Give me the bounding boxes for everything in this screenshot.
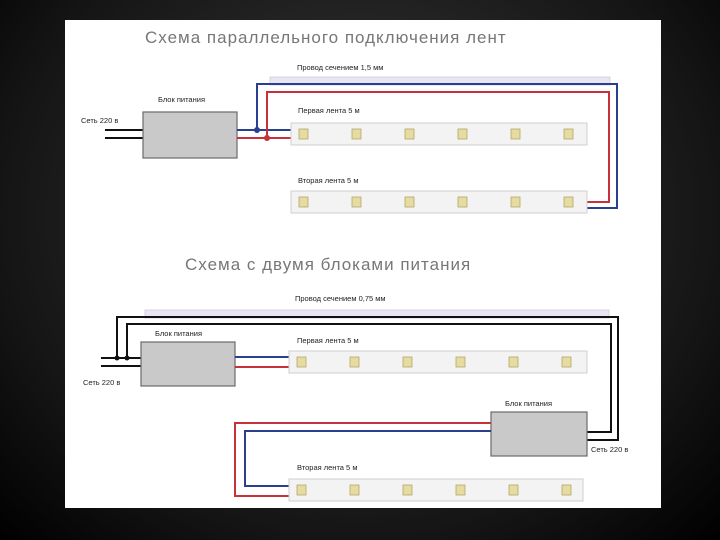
- diagram2-strip1-label: Первая лента 5 м: [297, 336, 359, 345]
- diagram1-wire-label: Провод сечением 1,5 мм: [297, 63, 383, 72]
- diagram2-mains2-label: Сеть 220 в: [591, 445, 628, 454]
- led-icon: [351, 196, 362, 208]
- led-icon: [402, 484, 413, 496]
- diagram1-mains-label: Сеть 220 в: [81, 116, 118, 125]
- diagram1-title: Схема параллельного подключения лент: [145, 28, 507, 47]
- led-icon: [457, 128, 468, 140]
- led-icon: [349, 484, 360, 496]
- led-icon: [404, 128, 415, 140]
- led-icon: [455, 356, 466, 368]
- led-icon: [296, 484, 307, 496]
- led-icon: [296, 356, 307, 368]
- diagram2-negative-wire-strip2: [244, 430, 491, 487]
- led-icon: [455, 484, 466, 496]
- diagram1-negative-wire-long: [237, 83, 618, 209]
- led-icon: [561, 484, 572, 496]
- led-icon: [457, 196, 468, 208]
- diagram2-strip2: [288, 478, 584, 502]
- led-icon: [351, 128, 362, 140]
- led-icon: [402, 356, 413, 368]
- diagram2-mains-junction-a: [114, 355, 120, 361]
- diagram2-psu1-label: Блок питания: [155, 329, 202, 338]
- diagram2-mains-junction-b: [124, 355, 130, 361]
- diagram2-positive-wire-strip2: [234, 422, 491, 497]
- diagram1-strip2: [290, 190, 588, 214]
- diagram1-power-supply: [142, 111, 238, 159]
- diagram2-mains-wire-long-a: [116, 316, 619, 441]
- diagram2-strip1: [288, 350, 588, 374]
- diagram2-strip2-label: Вторая лента 5 м: [297, 463, 357, 472]
- diagram2-mains1-label: Сеть 220 в: [83, 378, 120, 387]
- diagram1-strip1: [290, 122, 588, 146]
- diagram2-psu2-label: Блок питания: [505, 399, 552, 408]
- led-icon: [561, 356, 572, 368]
- diagram1-strip1-label: Первая лента 5 м: [298, 106, 360, 115]
- led-icon: [508, 356, 519, 368]
- led-icon: [563, 128, 574, 140]
- led-icon: [349, 356, 360, 368]
- diagram1-strip2-label: Вторая лента 5 м: [298, 176, 358, 185]
- led-icon: [510, 128, 521, 140]
- diagram1-positive-junction: [264, 135, 270, 141]
- led-icon: [563, 196, 574, 208]
- led-icon: [404, 196, 415, 208]
- diagram1-psu-label: Блок питания: [158, 95, 205, 104]
- diagram2-wire-label: Провод сечением 0,75 мм: [295, 294, 386, 303]
- diagram2-title: Схема с двумя блоками питания: [185, 255, 471, 274]
- diagram2-mains-wire-long-b: [126, 323, 612, 433]
- led-icon: [298, 128, 309, 140]
- diagram1-positive-wire-long: [237, 91, 610, 203]
- wiring-diagram: Схема параллельного подключения лент Про…: [81, 28, 628, 502]
- diagram2-power-supply-1: [140, 341, 236, 387]
- led-icon: [508, 484, 519, 496]
- led-icon: [510, 196, 521, 208]
- diagram2-power-supply-2: [490, 411, 588, 457]
- diagram1-negative-junction: [254, 127, 260, 133]
- led-icon: [298, 196, 309, 208]
- slide: Схема параллельного подключения лент Про…: [65, 20, 661, 508]
